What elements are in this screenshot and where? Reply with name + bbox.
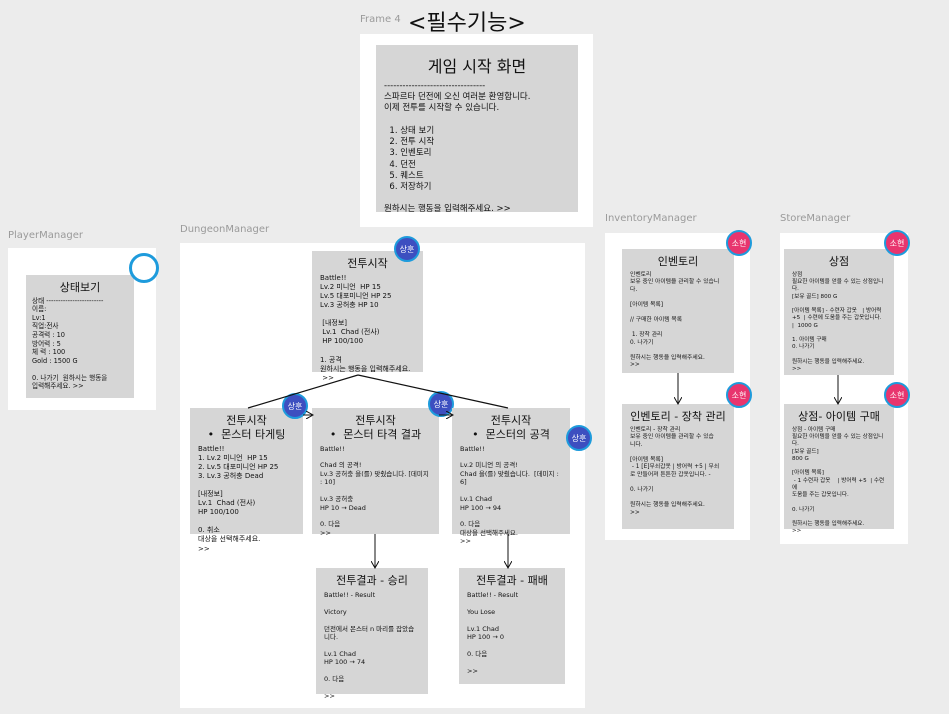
battle-start-body: Battle!! Lv.2 미니언 HP 15 Lv.5 대포미니언 HP 25… (320, 273, 411, 382)
purchase-card: 상점- 아이템 구매 상점 - 아이템 구매 필요한 아이템을 얻을 수 있는 … (784, 404, 894, 534)
equip-body: 인벤토리 - 장착 관리 보유 중인 아이템을 관리할 수 있습 니다. [아이… (630, 426, 720, 516)
status-card: 상태보기 상태 ------------------------ 이름: Lv:… (26, 275, 134, 398)
status-body: 상태 ------------------------ 이름: Lv:1 직업:… (32, 296, 108, 391)
player-manager-label: PlayerManager (8, 230, 83, 241)
equip-card: 인벤토리 - 장착 관리 인벤토리 - 장착 관리 보유 중인 아이템을 관리할… (622, 404, 734, 529)
inventory-card: 인벤토리 인벤토리 보유 중인 아이템을 관리할 수 있습니다. [아이템 목록… (622, 249, 734, 373)
store-title: 상점 (828, 255, 850, 268)
main-screen-title: 게임 시작 화면 (427, 57, 527, 76)
targeting-title: 전투시작 • 몬스터 타게팅 (207, 414, 286, 441)
battle-start-badge: 상훈 (394, 236, 420, 262)
purchase-title: 상점- 아이템 구매 (798, 410, 880, 423)
targeting-card: 전투시작 • 몬스터 타게팅 Battle!! 1. Lv.2 미니언 HP 1… (190, 408, 303, 553)
battle-start-title: 전투시작 (347, 257, 388, 270)
main-screen-body: --------------------------------- 스파르타 던… (384, 81, 531, 215)
battle-start-card: 전투시작 Battle!! Lv.2 미니언 HP 15 Lv.5 대포미니언 … (312, 251, 423, 382)
inventory-badge: 소현 (726, 230, 752, 256)
defeat-card: 전투결과 - 패배 Battle!! - Result You Lose Lv.… (459, 568, 565, 684)
victory-card: 전투결과 - 승리 Battle!! - Result Victory 던전에서… (316, 568, 428, 700)
frame-label: Frame 4 (360, 14, 401, 25)
inventory-title: 인벤토리 (657, 255, 699, 268)
store-manager-label: StoreManager (780, 213, 851, 224)
store-badge: 소현 (884, 230, 910, 256)
store-card: 상점 상점 필요한 아이템을 얻을 수 있는 상점입니 다. [보유 골드] 8… (784, 249, 894, 375)
defeat-body: Battle!! - Result You Lose Lv.1 Chad HP … (467, 590, 519, 675)
purchase-body: 상점 - 아이템 구매 필요한 아이템을 얻을 수 있는 상점입니 다. [보유… (792, 426, 885, 535)
hit-result-badge: 상훈 (428, 391, 454, 417)
main-screen-card: 게임 시작 화면 -------------------------------… (376, 45, 578, 214)
targeting-badge: 상훈 (282, 393, 308, 419)
monster-attack-title: 전투시작 • 몬스터의 공격 (472, 414, 550, 441)
hit-result-card: 전투시작 • 몬스터 타격 결과 Battle!! Chad 의 공격! Lv.… (312, 408, 439, 537)
targeting-body: Battle!! 1. Lv.2 미니언 HP 15 2. Lv.5 대포미니언… (198, 444, 279, 553)
defeat-title: 전투결과 - 패배 (476, 574, 548, 587)
equip-title: 인벤토리 - 장착 관리 (630, 410, 726, 423)
hit-result-body: Battle!! Chad 의 공격! Lv.3 공허충 을(를) 맞췄습니다.… (320, 444, 429, 537)
monster-attack-card: 전투시작 • 몬스터의 공격 Battle!! Lv.2 미니언 의 공격! C… (452, 408, 570, 545)
hit-result-title: 전투시작 • 몬스터 타격 결과 (329, 414, 422, 441)
equip-badge: 소현 (726, 382, 752, 408)
status-badge-empty (129, 253, 159, 283)
victory-body: Battle!! - Result Victory 던전에서 몬스터 n 마리를… (324, 590, 415, 700)
dungeon-manager-label: DungeonManager (180, 224, 270, 235)
page-title: <필수기능> (408, 11, 526, 36)
purchase-badge: 소현 (884, 382, 910, 408)
status-title: 상태보기 (59, 281, 101, 294)
inventory-manager-label: InventoryManager (605, 213, 697, 224)
monster-attack-badge: 상훈 (566, 425, 592, 451)
monster-attack-body: Battle!! Lv.2 미니언 의 공격! Chad 을(를) 맞췄습니다.… (460, 444, 559, 546)
store-body: 상점 필요한 아이템을 얻을 수 있는 상점입니 다. [보유 골드] 800 … (792, 271, 884, 373)
victory-title: 전투결과 - 승리 (336, 574, 408, 587)
inventory-body: 인벤토리 보유 중인 아이템을 관리할 수 있습니다. [아이템 목록] // … (630, 271, 720, 369)
